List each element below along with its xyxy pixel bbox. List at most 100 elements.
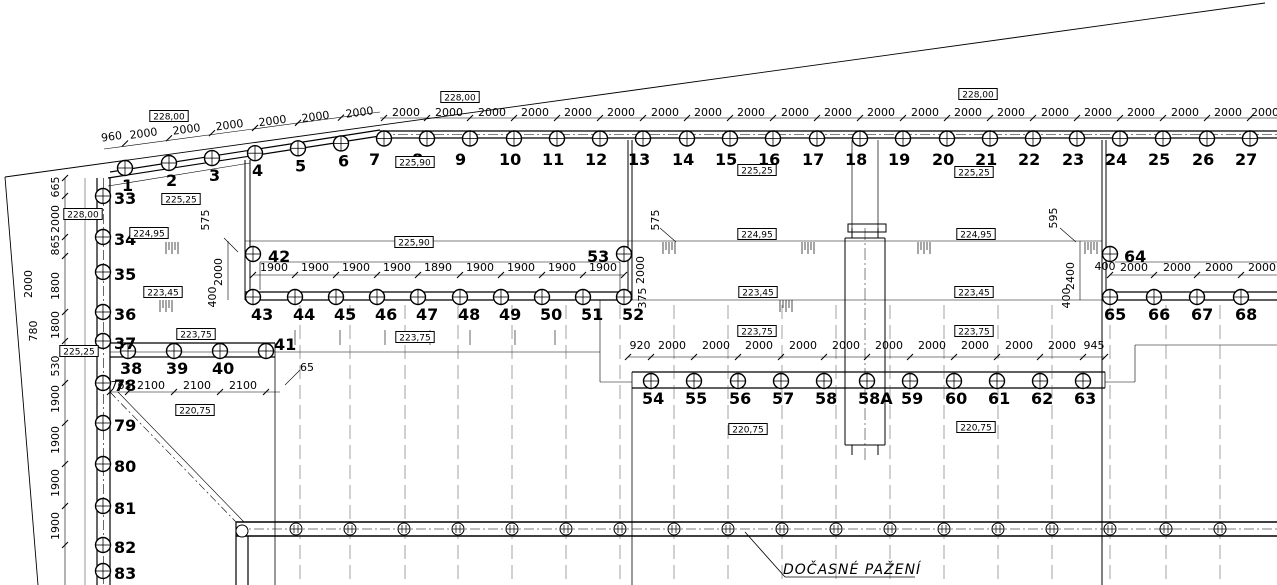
dim-text: 2000	[789, 339, 817, 352]
elevation-box	[954, 325, 994, 337]
dim-tick	[1203, 114, 1211, 122]
dim-tick	[61, 252, 69, 260]
dim-text: 2000	[1205, 261, 1233, 274]
column-cap	[847, 223, 887, 233]
dim-tick	[61, 233, 69, 241]
dim-text: 1900	[548, 261, 576, 274]
dim-tick	[620, 271, 628, 279]
elevation-label: 228,00	[444, 93, 476, 103]
dim-tick	[456, 271, 464, 279]
pile-wall	[109, 129, 381, 173]
dim-text: 1890	[424, 261, 452, 274]
elevation-box	[737, 164, 777, 176]
pile-label: 10	[499, 150, 521, 169]
dim-tick	[647, 353, 655, 361]
elevation-label: 225,25	[958, 168, 990, 178]
pile-wall	[107, 162, 251, 187]
dim-text: 2000	[129, 125, 158, 142]
elevation-box	[956, 421, 996, 433]
pile-label: 83	[114, 564, 136, 583]
dim-text: 2000	[258, 113, 287, 130]
dim-text: 1900	[301, 261, 329, 274]
dim-tick	[61, 379, 69, 387]
dim-tick	[251, 124, 259, 132]
elevation-label: 220,75	[960, 423, 992, 433]
site-boundary-line	[4, 2, 1266, 178]
dim-text: 2000	[918, 339, 946, 352]
dim-text: 1800	[49, 311, 62, 339]
dim-tick	[61, 419, 69, 427]
pile-label: 68	[1235, 305, 1257, 324]
pile-label: 20	[932, 150, 954, 169]
pile-label: 55	[685, 389, 707, 408]
elevation-label: 225,25	[63, 347, 95, 357]
drawing-lines	[4, 2, 1277, 585]
elevation-label: 224,95	[741, 230, 773, 240]
dim-tick	[1159, 114, 1167, 122]
diagonal-axis	[109, 391, 237, 523]
dim-tick	[337, 114, 345, 122]
elevation-box	[958, 88, 998, 100]
pile-label: 63	[1074, 389, 1096, 408]
pile-label: 60	[945, 389, 967, 408]
dim-tick	[769, 114, 777, 122]
elevation-box	[728, 423, 768, 435]
dim-tick	[497, 271, 505, 279]
elevation-label: 220,75	[732, 425, 764, 435]
elevation-box	[161, 193, 201, 205]
dim-text: 2000	[215, 117, 244, 134]
pile-label: 45	[334, 305, 356, 324]
pile-label: 14	[672, 150, 694, 169]
pile-label: 41	[274, 335, 296, 354]
pile-label: 19	[888, 150, 910, 169]
dim-text: 2000	[435, 106, 463, 119]
pile-label: 46	[375, 305, 397, 324]
dim-text: 2000	[781, 106, 809, 119]
dim-text: 2000	[832, 339, 860, 352]
dim-text: 1900	[49, 385, 62, 413]
elevation-label: 225,25	[741, 166, 773, 176]
dim-tick	[1029, 114, 1037, 122]
pile-label: 54	[642, 389, 664, 408]
elevation-box	[176, 328, 216, 340]
pile-label: 4	[252, 161, 263, 180]
leader-line	[659, 227, 677, 243]
dim-tick	[906, 353, 914, 361]
elevation-box	[143, 286, 183, 298]
elevation-box	[738, 286, 778, 298]
elevation-label: 223,45	[958, 288, 990, 298]
dim-tick	[466, 114, 474, 122]
dim-text: 2000	[1005, 339, 1033, 352]
dim-tick	[1150, 271, 1158, 279]
dim-text: 2000	[634, 256, 647, 284]
dim-text: 1900	[49, 469, 62, 497]
pile-label: 79	[114, 416, 136, 435]
pile-label: 35	[114, 265, 136, 284]
dim-text: 375	[636, 288, 649, 309]
pile-label: 81	[114, 499, 136, 518]
pile-label: 52	[622, 305, 644, 324]
pile-label: 58A	[858, 389, 893, 408]
dim-tick	[423, 114, 431, 122]
elevation-label: 228,00	[153, 112, 185, 122]
pile-label: 64	[1124, 247, 1146, 266]
dim-tick	[734, 353, 742, 361]
pile-label: 44	[293, 305, 315, 324]
dim-line	[103, 111, 381, 150]
dim-text: 2000	[1251, 106, 1277, 119]
dim-tick	[1073, 114, 1081, 122]
dim-tick	[538, 271, 546, 279]
pile-label: 59	[901, 389, 923, 408]
pile-label: 12	[585, 150, 607, 169]
dim-text: 400	[206, 287, 219, 308]
dim-tick	[863, 353, 871, 361]
pile-label: 58	[815, 389, 837, 408]
dim-tick	[170, 388, 178, 396]
pile-label: 39	[166, 359, 188, 378]
dim-text: 2000	[564, 106, 592, 119]
drawing-labels: DOČASNÉ PAŽENÍ12345678910111213141516171…	[22, 88, 1277, 583]
pile-label: 47	[416, 305, 438, 324]
dim-text: 530	[49, 356, 62, 377]
elevation-label: 223,45	[742, 288, 774, 298]
pile-label: 36	[114, 305, 136, 324]
